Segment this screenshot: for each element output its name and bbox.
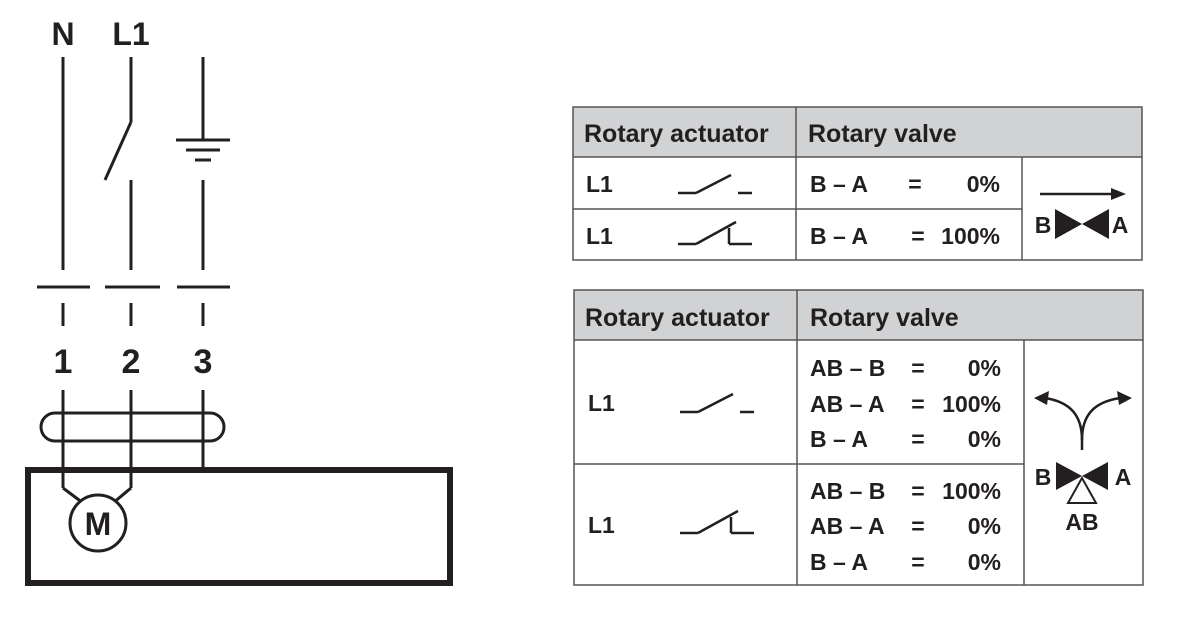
motor-label: M (85, 506, 112, 542)
table2-valve-port-a: A (1115, 464, 1132, 490)
table1-row2-eq: = (911, 223, 924, 249)
table1-row1-input: L1 (586, 171, 613, 197)
switch-blade (103, 121, 133, 181)
supply-label-l1: L1 (112, 16, 149, 52)
table2-row2-eq3-rhs: 0% (968, 549, 1001, 575)
three-way-valve-icon (1034, 391, 1132, 504)
table2-row2-eq1-lhs: AB – B (810, 478, 885, 504)
motor-circle (68, 493, 128, 553)
closed-switch-icon (678, 220, 752, 246)
table2-row2-eq2-lhs: AB – A (810, 513, 885, 539)
table2-row1-eq3-lhs: B – A (810, 426, 868, 452)
table-two-way-valve: Rotary actuator Rotary valve L1 B – A = … (572, 106, 1143, 261)
closed-switch-icon (680, 509, 754, 535)
open-switch-icon (680, 392, 754, 414)
table2-valve-port-ab: AB (1065, 509, 1098, 535)
terminal-number-2: 2 (122, 343, 141, 381)
table2-row1-eq1-rhs: 0% (968, 355, 1001, 381)
table2-row1-eq2-eq: = (911, 391, 924, 417)
table2-row2-eq1-eq: = (911, 478, 924, 504)
supply-label-n: N (51, 16, 74, 52)
table1-border (572, 106, 1143, 261)
cable-sheath (39, 411, 226, 443)
table1-row2-input: L1 (586, 223, 613, 249)
table2-row1-eq2-lhs: AB – A (810, 391, 885, 417)
table2-col1-header: Rotary actuator (585, 304, 770, 332)
two-way-valve-icon (1040, 188, 1126, 239)
table2-row1-eq1-lhs: AB – B (810, 355, 885, 381)
table2-row1-input: L1 (588, 390, 615, 416)
table2-header-bg (574, 290, 1143, 340)
open-switch-icon (678, 173, 752, 195)
table2-row1-eq3-eq: = (911, 426, 924, 452)
actuator-housing (25, 467, 453, 586)
table2-row2-eq2-eq: = (911, 513, 924, 539)
terminal-number-1: 1 (54, 343, 73, 381)
table2-valve-port-b: B (1035, 464, 1052, 490)
table2-row2-eq3-lhs: B – A (810, 549, 868, 575)
terminal-number-3: 3 (194, 343, 213, 381)
table2-row2-eq3-eq: = (911, 549, 924, 575)
table1-header-bg (573, 107, 1142, 157)
table2-row1-eq2-rhs: 100% (942, 391, 1001, 417)
table1-row1-eq: = (908, 171, 921, 197)
table2-row1-eq3-rhs: 0% (968, 426, 1001, 452)
table1-row1-rhs: 0% (967, 171, 1000, 197)
table2-row2-eq1-rhs: 100% (942, 478, 1001, 504)
table2-row2-input: L1 (588, 512, 615, 538)
table1-valve-port-b: B (1035, 212, 1052, 238)
table2-row1-eq1-eq: = (911, 355, 924, 381)
table2-row2-eq2-rhs: 0% (968, 513, 1001, 539)
table1-row2-rhs: 100% (941, 223, 1000, 249)
table1-col1-header: Rotary actuator (584, 120, 769, 148)
table1-col2-header: Rotary valve (808, 120, 957, 148)
wiring-diagram: N L1 1 2 3 (25, 16, 453, 586)
table-three-way-valve: Rotary actuator Rotary valve L1 AB – B =… (573, 289, 1144, 586)
table2-col2-header: Rotary valve (810, 304, 959, 332)
table1-row2-lhs: B – A (810, 223, 868, 249)
table1-valve-port-a: A (1112, 212, 1129, 238)
table2-border (573, 289, 1144, 586)
table1-row1-lhs: B – A (810, 171, 868, 197)
